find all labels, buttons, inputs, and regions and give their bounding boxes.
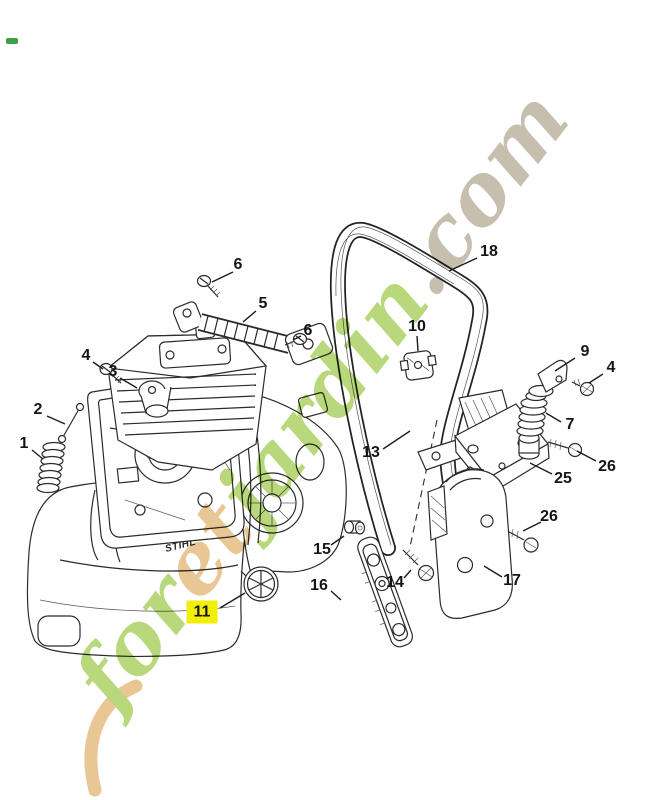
callout-2[interactable]: 2: [33, 401, 43, 418]
leader-line-6: [292, 335, 302, 341]
leader-line-13: [382, 430, 411, 450]
part-11-cover-disc: [240, 566, 279, 602]
part-10-clip: [399, 350, 437, 381]
part-5-buffer: [172, 301, 334, 366]
leader-line-3: [119, 377, 138, 389]
leader-line-4: [588, 373, 604, 384]
assembly-axis-dashed-line: [409, 419, 438, 548]
callout-18[interactable]: 18: [480, 243, 498, 260]
part-3-grommet: [138, 380, 172, 418]
leader-line-1: [31, 449, 44, 460]
leader-line-4: [92, 361, 104, 370]
callout-13[interactable]: 13: [362, 444, 380, 461]
callout-6[interactable]: 6: [233, 256, 243, 273]
callout-11[interactable]: 11: [186, 600, 218, 624]
part-4-screw-right: [571, 378, 595, 397]
callout-9[interactable]: 9: [580, 343, 590, 360]
leader-line-10: [416, 335, 419, 352]
leader-line-26: [522, 521, 542, 532]
callout-10[interactable]: 10: [408, 318, 426, 335]
callout-1[interactable]: 1: [19, 435, 29, 452]
leader-line-5: [242, 310, 257, 323]
callout-16[interactable]: 16: [310, 577, 328, 594]
leader-line-16: [330, 590, 342, 601]
leader-line-6: [211, 271, 234, 283]
part-4-screw-left: [99, 362, 123, 384]
leader-line-26: [576, 450, 597, 462]
leader-line-7: [545, 412, 562, 423]
part-14-screw: [402, 549, 435, 582]
callout-4[interactable]: 4: [81, 347, 91, 364]
part-2-link-rod: [57, 402, 85, 444]
cylinder: [106, 320, 268, 471]
corner-mark: [6, 38, 18, 44]
part-16-tensioner: [357, 536, 413, 648]
callout-17[interactable]: 17: [503, 572, 521, 589]
leader-line-18: [448, 257, 478, 272]
leader-line-9: [554, 357, 576, 372]
callout-7[interactable]: 7: [565, 416, 575, 433]
callout-14[interactable]: 14: [386, 574, 404, 591]
part-15-bushing: [343, 520, 366, 535]
callout-15[interactable]: 15: [313, 541, 331, 558]
callout-26[interactable]: 26: [540, 508, 558, 525]
leader-line-15: [330, 535, 345, 546]
leader-line-14: [403, 569, 412, 579]
callout-4[interactable]: 4: [606, 359, 616, 376]
callout-6[interactable]: 6: [303, 322, 313, 339]
callout-3[interactable]: 3: [108, 363, 118, 380]
part-1-spring: [36, 441, 66, 494]
leader-line-11: [219, 592, 246, 609]
leader-line-25: [529, 462, 553, 475]
callout-25[interactable]: 25: [554, 470, 572, 487]
leader-lines: [31, 257, 604, 609]
callout-5[interactable]: 5: [258, 295, 268, 312]
part-26-screw-upper: [547, 438, 583, 458]
leader-line-17: [483, 565, 503, 578]
leader-line-2: [46, 415, 66, 425]
callout-26[interactable]: 26: [598, 458, 616, 475]
part-17-cover: [427, 468, 513, 620]
part-6-screw-upper: [196, 274, 221, 298]
